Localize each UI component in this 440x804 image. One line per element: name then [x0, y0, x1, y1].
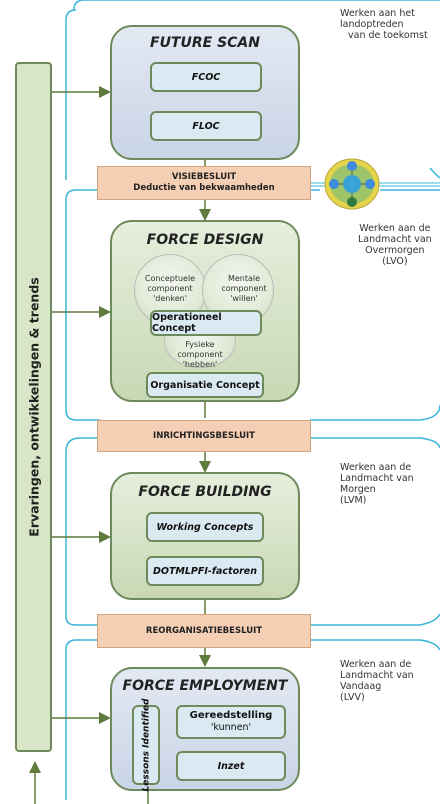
inzet-box: Inzet [176, 751, 286, 781]
fcoc-box: FCOC [150, 62, 262, 92]
working-concepts-box: Working Concepts [146, 512, 264, 542]
force-employment-title: FORCE EMPLOYMENT [122, 678, 288, 694]
lane-boundary-2 [65, 189, 320, 410]
force-employment-box: FORCE EMPLOYMENT Lessons Identified Gere… [110, 667, 300, 791]
future-scan-title: FUTURE SCAN [150, 35, 260, 51]
future-scan-box: FUTURE SCAN FCOC FLOC [110, 25, 300, 160]
gereedstelling-box: Gereedstelling 'kunnen' [176, 705, 286, 739]
physical-label: Fysieke component 'hebben' [177, 340, 223, 369]
trends-bar: Ervaringen, ontwikkelingen & trends [15, 62, 52, 752]
organisation-concept-box: Organisatie Concept [146, 372, 264, 398]
inrichtingsbesluit-bar: INRICHTINGSBESLUIT [97, 420, 311, 452]
globe-icon [324, 158, 380, 210]
lessons-identified-box: Lessons Identified [132, 699, 160, 791]
force-design-box: FORCE DESIGN Conceptuele component 'denk… [110, 220, 300, 402]
visiebesluit-bar: VISIEBESLUIT Deductie van bekwaamheden [97, 166, 311, 200]
lane-boundary-1 [65, 9, 77, 180]
dotmlpfi-box: DOTMLPFI-factoren [146, 556, 264, 586]
mental-label: Mentale component 'willen' [221, 274, 267, 303]
side-label-lvm: Werken aan de Landmacht van Morgen (LVM) [340, 462, 414, 506]
reorganisatiebesluit-bar: REORGANISATIEBESLUIT [97, 614, 311, 648]
lane-top [73, 0, 440, 11]
side-label-lvo: Werken aan de Landmacht van Overmorgen (… [358, 223, 432, 267]
conceptual-label: Conceptuele component 'denken' [144, 274, 196, 303]
force-building-title: FORCE BUILDING [138, 484, 272, 500]
side-label-lvv: Werken aan de Landmacht van Vandaag (LVV… [340, 659, 414, 703]
operational-concept-box: Operationeel Concept [150, 310, 262, 336]
side-label-future: Werken aan het landoptreden van de toeko… [340, 8, 428, 41]
trends-bar-label: Ervaringen, ontwikkelingen & trends [26, 277, 41, 537]
visiebesluit-subtitle: Deductie van bekwaamheden [133, 183, 275, 193]
floc-box: FLOC [150, 111, 262, 141]
visiebesluit-title: VISIEBESLUIT [171, 172, 237, 182]
force-design-title: FORCE DESIGN [146, 232, 264, 248]
force-building-box: FORCE BUILDING Working Concepts DOTMLPFI… [110, 472, 300, 600]
